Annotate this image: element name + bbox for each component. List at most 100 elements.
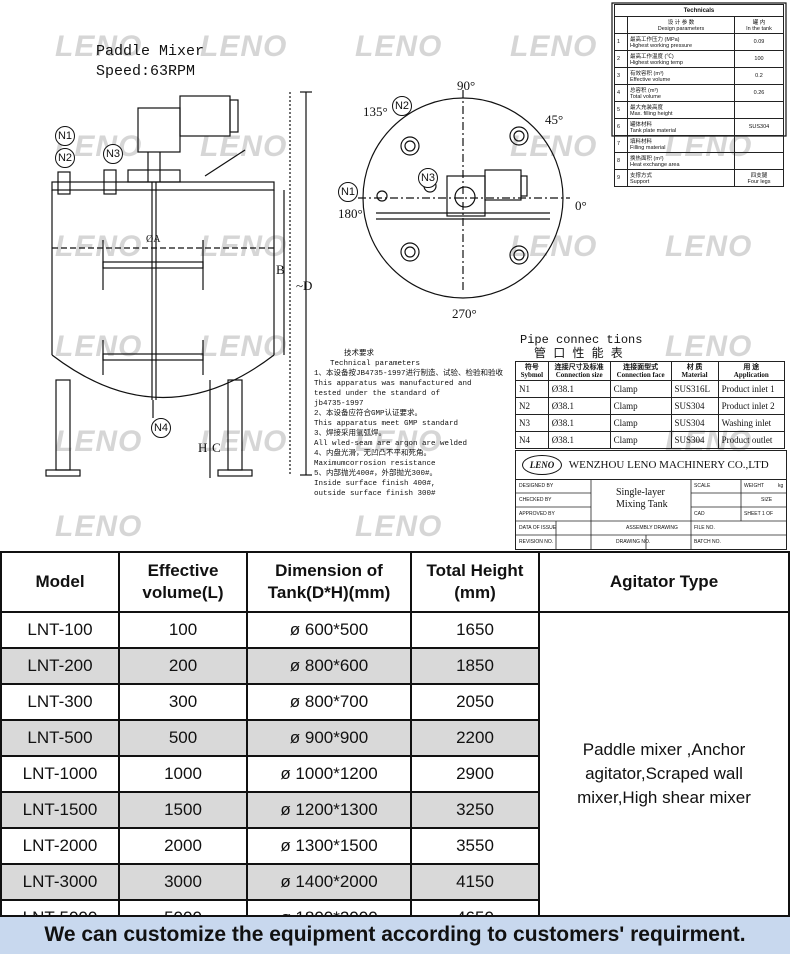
- technicals-row-no: 2: [614, 50, 628, 68]
- technicals-row-no: 1: [614, 33, 628, 51]
- title-block-grid: [516, 479, 786, 549]
- drawing-title: Paddle Mixer Speed:63RPM: [96, 42, 204, 82]
- spec-header-text: Total Height (mm): [426, 561, 524, 602]
- pipe-title-cn: 管 口 性 能 表: [534, 347, 623, 361]
- technicals-row-no: 9: [614, 169, 628, 187]
- batch-no-label: BATCH NO.: [694, 539, 721, 545]
- spec-cell: LNT-1000: [0, 755, 120, 793]
- technicals-row-value: 0.26: [734, 84, 784, 102]
- label-b: B: [276, 262, 285, 277]
- pipe-cell: Clamp: [609, 414, 672, 432]
- label-h: H: [198, 440, 208, 455]
- tech-note-line: outside surface finish 300#: [314, 490, 436, 498]
- label-c: C: [212, 440, 221, 455]
- tech-note-line: jb4735-1997: [314, 400, 364, 408]
- tech-note-line: 4、内盘光滑，无凹凸不平和死角。: [314, 450, 431, 458]
- checked-by: CHECKED BY: [519, 497, 552, 503]
- pipe-cell: Clamp: [609, 431, 672, 449]
- topview-n1: N1: [338, 182, 358, 202]
- label-n2: N2: [55, 148, 75, 168]
- pipe-cell: Ø38.1: [547, 397, 611, 415]
- spec-header-agitator: Agitator Type: [538, 551, 790, 613]
- pipe-header-cn: 连接尺寸及标准: [554, 363, 604, 371]
- spec-header-text: Model: [35, 572, 85, 591]
- pipe-header-en: Sybmol: [520, 371, 544, 379]
- technicals-row-name: 罐体材料 Tank plate material: [626, 118, 736, 136]
- spec-cell: LNT-2000: [0, 827, 120, 865]
- spec-header-text: Agitator Type: [609, 572, 719, 591]
- pipe-cell: Ø38.1: [547, 414, 611, 432]
- agitator-type-cell: Paddle mixer ,Anchor agitator,Scraped wa…: [538, 611, 790, 937]
- angle-45: 45°: [545, 112, 564, 127]
- technicals-row-name: 最高工作温度 (℃) Highest working temp: [626, 50, 736, 68]
- technicals-row-value: [734, 101, 784, 119]
- watermark-logo: LENO: [665, 330, 753, 363]
- spec-cell: LNT-1500: [0, 791, 120, 829]
- designed-by: DESIGNED BY: [519, 483, 554, 489]
- tech-note-line: 5、内部抛光400#，外部抛光300#。: [314, 470, 438, 478]
- assembly-drawing-label: ASSEMBLY DRAWING: [626, 525, 678, 531]
- pipe-cell: Product inlet 1: [717, 380, 786, 398]
- tech-note-line: This apparatus was manufactured and: [314, 380, 472, 388]
- tech-note-line: Inside surface finish 400#,: [314, 480, 436, 488]
- technicals-row-value: SUS304: [734, 118, 784, 136]
- footer-banner: We can customize the equipment according…: [0, 915, 790, 954]
- drawing-lines: [45, 2, 787, 478]
- angle-0: 0°: [575, 198, 587, 213]
- spec-cell: 4150: [410, 863, 540, 901]
- spec-cell: 3000: [118, 863, 248, 901]
- pipe-cell: N1: [515, 380, 549, 398]
- technicals-row-no: 7: [614, 135, 628, 153]
- pipe-header-cn: 连接面型式: [623, 363, 659, 371]
- tech-note-line: All wled-seam are argon are welded: [314, 440, 468, 448]
- spec-cell: 200: [118, 647, 248, 685]
- spec-cell: 2000: [118, 827, 248, 865]
- technicals-row-value: 0.2: [734, 67, 784, 85]
- pipe-cell: N3: [515, 414, 549, 432]
- technicals-row-no: 4: [614, 84, 628, 102]
- spec-cell: LNT-500: [0, 719, 120, 757]
- spec-cell: 1850: [410, 647, 540, 685]
- spec-cell: 2900: [410, 755, 540, 793]
- pipe-cell: Product inlet 2: [717, 397, 786, 415]
- watermark-logo: LENO: [355, 425, 443, 458]
- pipe-cell: N2: [515, 397, 549, 415]
- size-label: SIZE: [761, 497, 773, 503]
- spec-cell: ø 1300*1500: [246, 827, 412, 865]
- weight-label: WEIGHT: [744, 483, 764, 489]
- technicals-row-value: [734, 152, 784, 170]
- spec-cell: 300: [118, 683, 248, 721]
- spec-cell: 3250: [410, 791, 540, 829]
- date-of-issue: DATA OF ISSUE: [519, 525, 557, 531]
- tech-note-line: Maximumcorrosion resistance: [314, 460, 436, 468]
- tech-col-a-en: Design parameters: [657, 26, 705, 32]
- spec-cell: ø 1000*1200: [246, 755, 412, 793]
- watermark-logo: LENO: [665, 230, 753, 263]
- spec-cell: ø 800*700: [246, 683, 412, 721]
- watermark-logo: LENO: [355, 30, 443, 63]
- angle-180: 180°: [338, 206, 363, 221]
- approved-by: APPROVED BY: [519, 511, 555, 517]
- tech-note-line: This apparatus meet GMP standard: [314, 420, 459, 428]
- company-logo: LENO: [522, 455, 562, 476]
- spec-cell: ø 800*600: [246, 647, 412, 685]
